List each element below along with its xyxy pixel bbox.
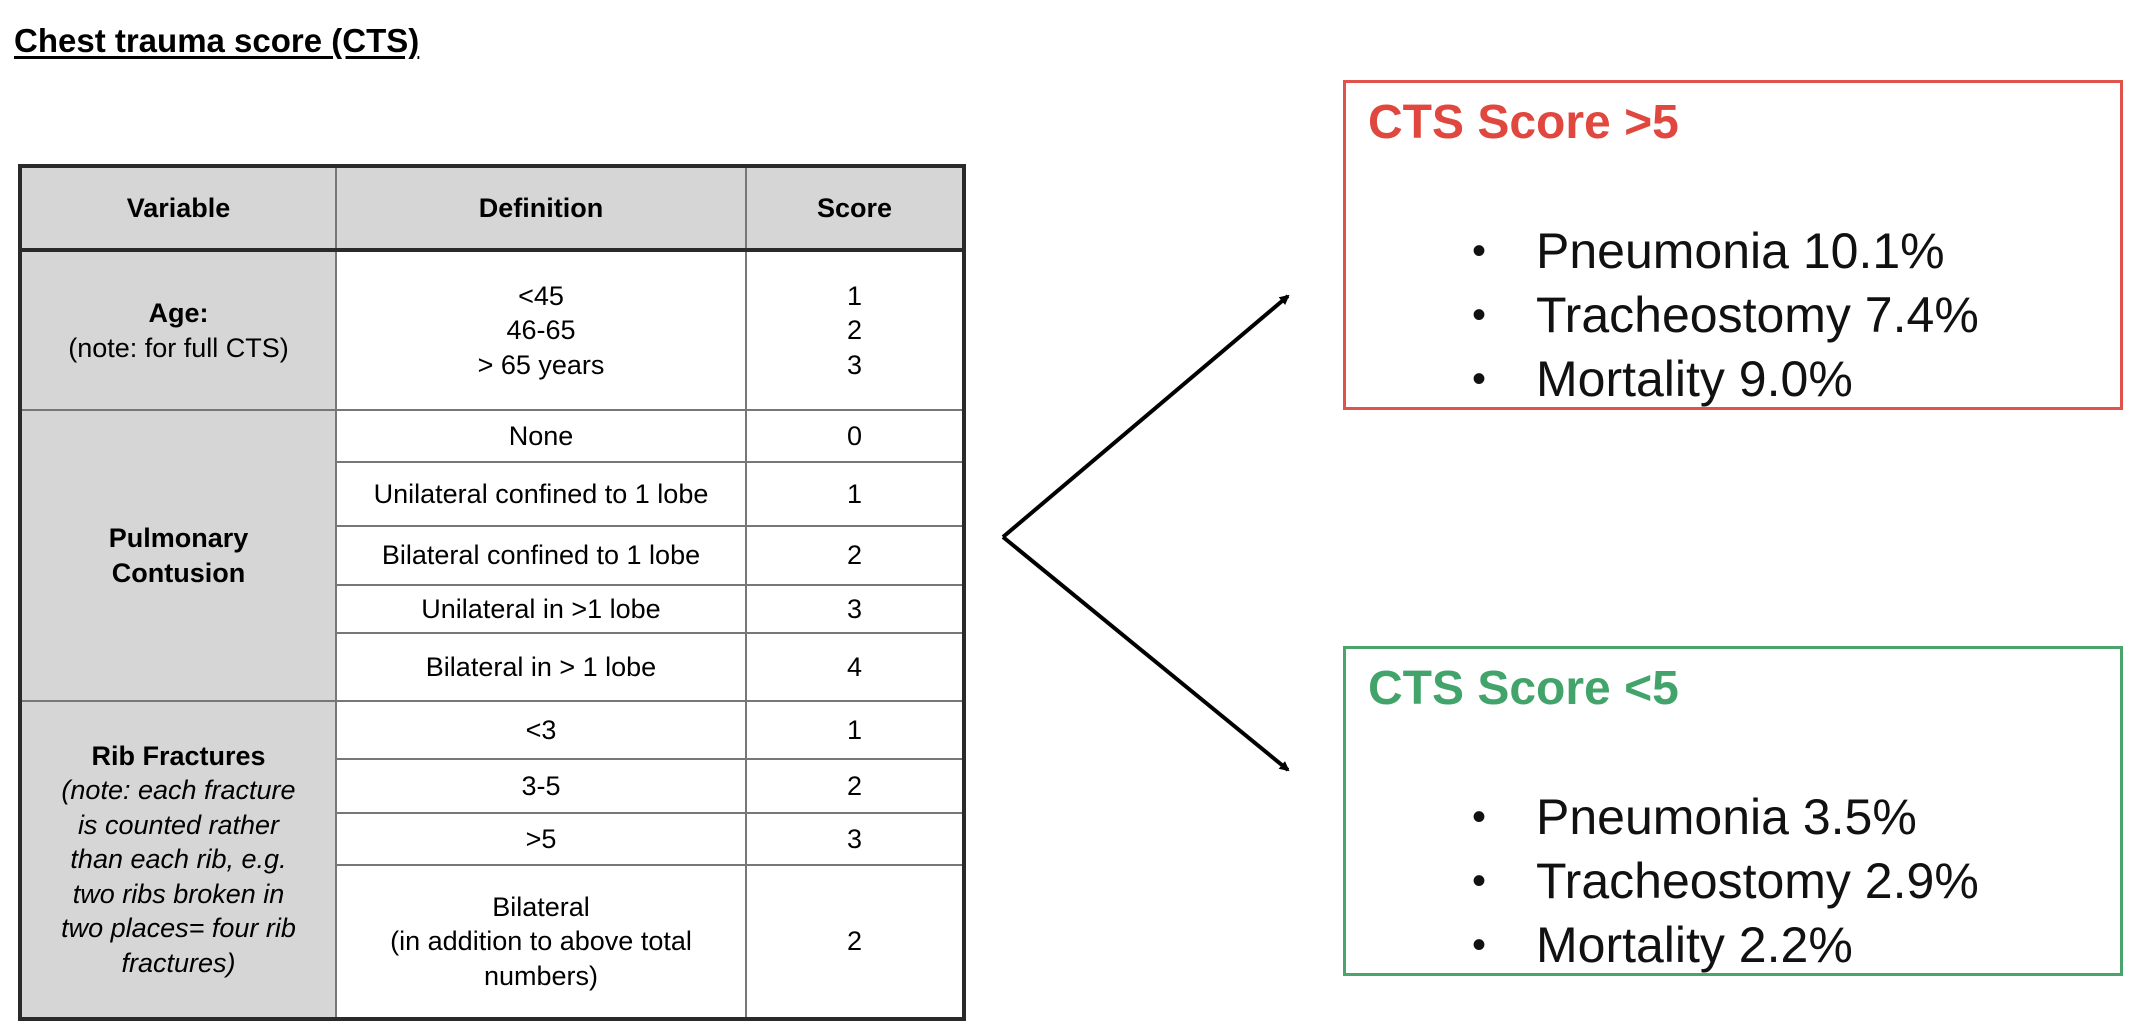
bilateral-line: numbers) [483, 960, 599, 991]
contusion-definition: None [335, 409, 747, 463]
arrow-down [1001, 535, 1290, 772]
variable-rib-fractures: Rib Fractures (note: each fracture is co… [19, 700, 337, 1020]
age-note: (note: for full CTS) [68, 332, 289, 363]
list-item: • Tracheostomy 7.4% [1472, 283, 1979, 347]
variable-pulmonary-contusion: Pulmonary Contusion [19, 409, 337, 702]
header-score: Score [745, 165, 965, 252]
list-item: • Pneumonia 10.1% [1472, 219, 1979, 283]
contusion-label-1: Pulmonary [108, 522, 249, 553]
contusion-score: 2 [745, 525, 965, 586]
bullet-icon: • [1472, 923, 1487, 967]
ribs-definition: >5 [335, 812, 747, 866]
bullet-icon: • [1472, 229, 1487, 273]
ribs-definition: 3-5 [335, 758, 747, 814]
header-definition: Definition [335, 165, 747, 252]
table-row: Bilateral (in addition to above total nu… [20, 864, 965, 1020]
cts-high-box: CTS Score >5 • Pneumonia 10.1% • Tracheost… [1343, 80, 2123, 410]
contusion-definition: Bilateral in > 1 lobe [335, 632, 747, 702]
stat-text: Mortality 2.2% [1536, 917, 1853, 973]
bilateral-line: (in addition to above total [390, 926, 692, 957]
contusion-score: 1 [745, 461, 965, 527]
cts-low-box: CTS Score <5 • Pneumonia 3.5% • Tracheosto… [1343, 646, 2123, 976]
table-row: >5 3 [20, 812, 965, 866]
cts-high-title: CTS Score >5 [1368, 96, 1679, 149]
contusion-definition: Unilateral confined to 1 lobe [335, 461, 747, 527]
age-score: 3 [846, 349, 863, 380]
age-definition: 46-65 [506, 315, 576, 346]
contusion-score: 4 [745, 632, 965, 702]
bilateral-line: Bilateral [492, 891, 590, 922]
contusion-definition: Bilateral confined to 1 lobe [335, 525, 747, 586]
table-row: Rib Fractures (note: each fracture is co… [19, 700, 965, 1020]
bullet-icon: • [1472, 795, 1487, 839]
ribs-score: 1 [745, 700, 965, 760]
list-item: • Mortality 2.2% [1472, 913, 1979, 977]
table-row: 3-5 2 [20, 758, 965, 814]
list-item: • Mortality 9.0% [1472, 347, 1979, 411]
ribs-score: 2 [745, 758, 965, 814]
table-row: Unilateral confined to 1 lobe 1 [20, 461, 965, 527]
list-item: • Pneumonia 3.5% [1472, 785, 1979, 849]
cts-table: Variable Definition Score Age: (note: fo… [18, 164, 966, 1021]
cts-low-title: CTS Score <5 [1368, 662, 1679, 715]
list-item: • Tracheostomy 2.9% [1472, 849, 1979, 913]
stat-text: Pneumonia 10.1% [1536, 223, 1945, 279]
table-row: Bilateral confined to 1 lobe 2 [20, 525, 965, 586]
ribs-definition: <3 [335, 700, 747, 760]
ribs-score: 3 [745, 812, 965, 866]
contusion-score: 3 [745, 584, 965, 634]
age-definition: > 65 years [477, 349, 605, 380]
page-title: Chest trauma score (CTS) [14, 22, 420, 59]
table-header-row: Variable Definition Score [19, 165, 965, 252]
cts-low-list: • Pneumonia 3.5% • Tracheostomy 2.9% • Mort… [1472, 785, 1979, 977]
variable-age: Age: (note: for full CTS) [19, 249, 337, 411]
age-score: 1 [846, 280, 863, 311]
table-row: Pulmonary Contusion None 0 [19, 409, 965, 702]
age-scores: 1 2 3 [745, 249, 965, 411]
arrow-up [1001, 294, 1290, 539]
stat-text: Tracheostomy 7.4% [1536, 287, 1979, 343]
cts-high-list: • Pneumonia 10.1% • Tracheostomy 7.4% • Mor… [1472, 219, 1979, 411]
contusion-definition: Unilateral in >1 lobe [335, 584, 747, 634]
table-row-age: Age: (note: for full CTS) <45 46-65 > 65… [19, 249, 965, 411]
stat-text: Tracheostomy 2.9% [1536, 853, 1979, 909]
bullet-icon: • [1472, 859, 1487, 903]
stat-text: Pneumonia 3.5% [1536, 789, 1917, 845]
stat-text: Mortality 9.0% [1536, 351, 1853, 407]
ribs-label: Rib Fractures [91, 740, 266, 771]
contusion-label-2: Contusion [111, 557, 246, 588]
ribs-note-line: two places= four rib [61, 913, 296, 944]
bullet-icon: • [1472, 293, 1487, 337]
table-row: Unilateral in >1 lobe 3 [20, 584, 965, 634]
age-definition: <45 [518, 280, 564, 311]
bullet-icon: • [1472, 357, 1487, 401]
age-score: 2 [846, 315, 863, 346]
ribs-note-line: than each rib, e.g. [70, 844, 287, 875]
table-row: Bilateral in > 1 lobe 4 [20, 632, 965, 702]
age-label: Age: [148, 297, 209, 328]
header-variable: Variable [19, 165, 337, 252]
ribs-note-line: (note: each fracture [61, 775, 296, 806]
contusion-score: 0 [745, 409, 965, 463]
ribs-note-line: fractures) [121, 947, 236, 978]
ribs-note-line: two ribs broken in [72, 878, 285, 909]
ribs-bilateral-definition: Bilateral (in addition to above total nu… [335, 864, 747, 1020]
ribs-bilateral-score: 2 [745, 864, 965, 1020]
ribs-note-line: is counted rather [77, 809, 280, 840]
age-definitions: <45 46-65 > 65 years [335, 249, 747, 411]
